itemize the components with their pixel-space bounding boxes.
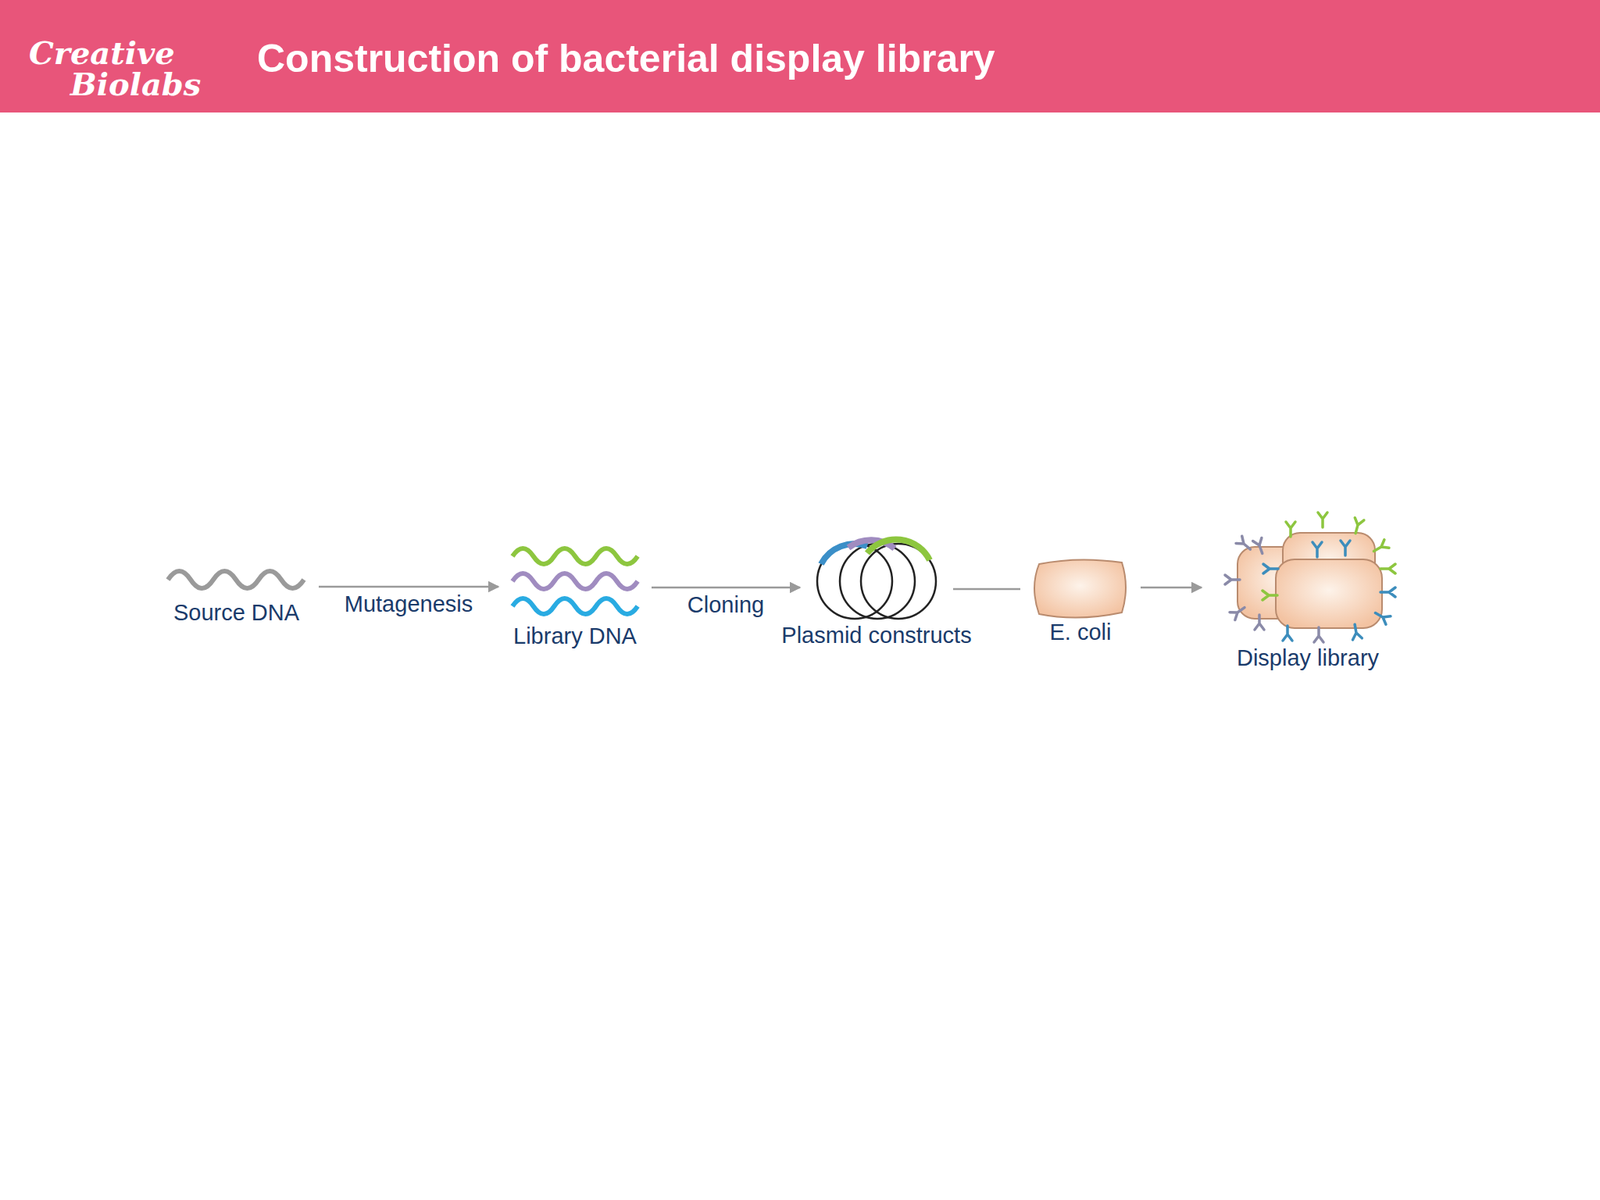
dna-strand: [512, 573, 638, 590]
edge-label: Mutagenesis: [344, 591, 473, 618]
illustration-node: Source DNA: [167, 564, 305, 594]
illustration-node: Library DNA: [512, 542, 638, 615]
node-label: Display library: [1236, 645, 1379, 672]
dna-strand: [167, 571, 304, 589]
node-label: Library DNA: [513, 623, 637, 650]
logo-text: Biolabs: [70, 65, 201, 103]
plasmid-ring: [839, 543, 915, 619]
edge-label: Cloning: [687, 592, 765, 618]
illustration-node: Plasmid constructs: [814, 540, 940, 622]
process-arrow: [1140, 586, 1202, 590]
node-label: Plasmid constructs: [781, 622, 972, 649]
insert-arc: [821, 543, 868, 565]
logo-text: Creative: [28, 34, 175, 72]
diagram-title: Construction of bacterial display librar…: [257, 35, 996, 82]
node-label: Source DNA: [173, 600, 300, 626]
bacterium: [1034, 559, 1126, 618]
node-label: E. coli: [1050, 619, 1112, 646]
plasmid-ring: [817, 543, 893, 619]
illustration-node: E. coli: [1034, 559, 1127, 617]
process-arrow: [318, 585, 499, 589]
process-arrow: [651, 586, 800, 590]
illustration-node: Display library: [1215, 507, 1400, 637]
process-arrow: [953, 588, 1021, 591]
insert-arc: [867, 539, 930, 561]
dna-strand: [512, 548, 638, 565]
dna-strand: [512, 598, 638, 615]
display-cells: [1225, 512, 1396, 643]
